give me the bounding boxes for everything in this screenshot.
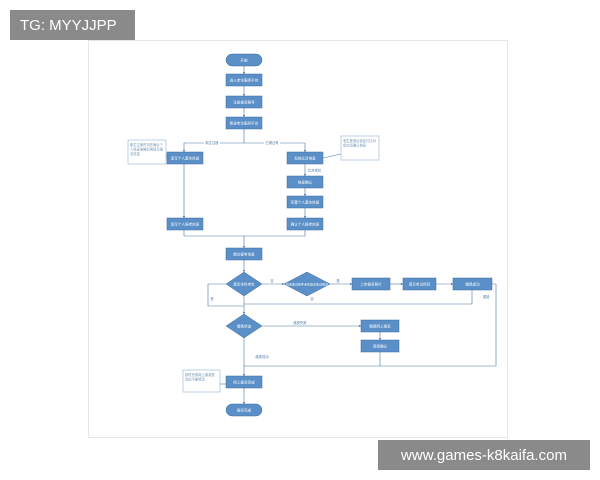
complete-basic-info-label: 完善个人基本信息 <box>291 200 320 205</box>
register-label: 注册报名账号 <box>233 100 255 105</box>
compare-info-node <box>286 151 324 165</box>
confirm-info-label: 信息确认 <box>298 180 313 185</box>
compare-info-label: 系统比对信息 <box>294 156 316 161</box>
online-complete-node <box>225 375 263 389</box>
submit-info-node <box>225 247 263 261</box>
start-node <box>225 53 263 67</box>
end-node <box>225 403 263 417</box>
exemption-decision-label: 符合免试条件考生提交免试申请 <box>286 281 328 286</box>
edge-unpaid: 缴费失败 <box>293 320 307 325</box>
online-complete-label: 网上报名完成 <box>233 380 255 385</box>
edge-old-user: 已报过考 <box>265 140 279 145</box>
confirm-info-node <box>286 175 324 189</box>
complete-basic-info-node <box>286 195 324 209</box>
login-label: 登录考生服务平台 <box>230 121 259 126</box>
start-label: 开始 <box>240 58 248 63</box>
fill-basic-info-node <box>166 151 204 165</box>
online-pay-node <box>360 319 400 333</box>
submit-info-label: 提交报考信息 <box>233 252 255 257</box>
note-old-user-text: 老生登录后信息已比对 成功请确认信息 <box>343 138 377 148</box>
exemption-decision <box>283 271 331 297</box>
onsite-confirm-label: 现场确认 <box>373 344 388 349</box>
upload-photo-node <box>351 277 391 291</box>
undergrad-decision-label: 是否本科考生 <box>233 281 255 286</box>
edge-labels: 新生注册 已报过考 比对成功 否 是 是 否 缴费失败 缴费成功 退回 <box>204 139 490 359</box>
fill-exam-info-label: 填写个人报考信息 <box>171 222 200 227</box>
fill-basic-info-label: 填写个人基本信息 <box>171 156 200 161</box>
login-node <box>225 116 263 130</box>
note-new-user <box>127 139 167 165</box>
payment-success-node <box>452 277 493 291</box>
fill-exam-info-node <box>166 217 204 231</box>
online-pay-label: 缴费网上报名 <box>369 324 391 329</box>
edge-no-1: 否 <box>270 279 274 283</box>
payment-status-decision <box>225 313 263 339</box>
note-new-user-text: 新生注册时请先确认个 人信息准确后再填写报 名信息 <box>130 142 164 156</box>
connectors <box>165 66 497 405</box>
fill-subjects-node <box>402 277 437 291</box>
watermark-top-left: TG: MYYJJPP <box>10 10 135 40</box>
payment-success-label: 缴费成功 <box>465 282 480 287</box>
fill-subjects-label: 填写考试科目 <box>409 282 431 287</box>
edge-back: 退回 <box>483 294 490 299</box>
enter-platform-label: 进入考生服务平台 <box>230 78 259 83</box>
onsite-confirm-node <box>360 339 400 353</box>
nodes: 开始 进入考生服务平台 注册报名账号 登录考生服务平台 填写个人基本信息 填写个… <box>166 53 493 417</box>
confirm-exam-info-label: 确认个人报考信息 <box>291 222 320 227</box>
edge-no-2: 否 <box>310 297 314 301</box>
enter-platform-node <box>225 73 263 87</box>
edge-yes-2: 是 <box>210 296 214 301</box>
watermark-bottom-right: www.games-k8kaifa.com <box>378 440 590 470</box>
side-notes: 新生注册时请先确认个 人信息准确后再填写报 名信息 老生登录后信息已比对 成功请… <box>127 135 380 393</box>
diagram-paper <box>88 40 508 438</box>
edge-yes-1: 是 <box>336 278 340 283</box>
register-node <box>225 95 263 109</box>
undergrad-decision <box>225 271 263 297</box>
note-payment <box>182 369 221 393</box>
edge-new-user: 新生注册 <box>205 140 219 145</box>
end-label: 报名完成 <box>237 408 252 413</box>
note-payment-text: 按时完成网上缴费提 交后不能修改 <box>185 372 216 382</box>
upload-photo-label: 上传报名照片 <box>360 282 382 287</box>
payment-status-label: 缴费状态 <box>237 323 252 328</box>
edge-paid: 缴费成功 <box>255 354 269 359</box>
confirm-exam-info-node <box>286 217 324 231</box>
edge-matched: 比对成功 <box>308 168 322 173</box>
note-old-user <box>340 135 380 161</box>
